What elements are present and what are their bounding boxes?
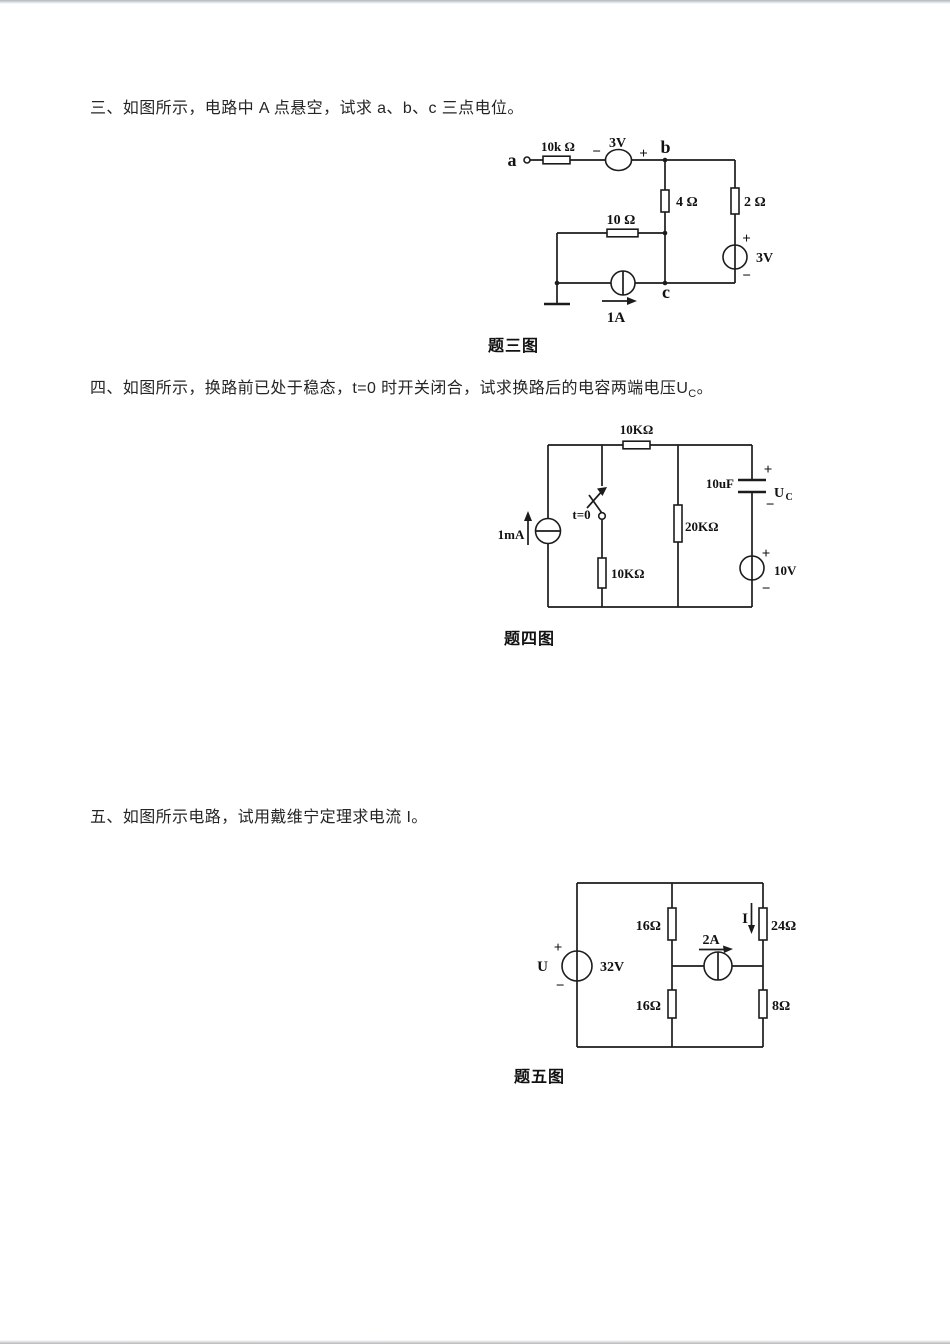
uc-plus: + xyxy=(764,462,773,478)
node-b-dot xyxy=(662,157,668,163)
node-c-label: c xyxy=(662,282,670,302)
source-right-plus: + xyxy=(742,231,751,247)
resistor-8-label: 8Ω xyxy=(772,999,790,1014)
resistor-10ohm xyxy=(606,228,639,238)
uc-label: U xyxy=(774,486,784,501)
current-1ma-label: 1mA xyxy=(498,527,525,542)
resistor-10k-top-label: 10KΩ xyxy=(620,422,654,437)
problem-5-heading: 五、如图所示电路，试用戴维宁定理求电流 I。 xyxy=(90,807,428,829)
figure-3-caption: 题三图 xyxy=(488,338,540,355)
resistor-10k-switch-label: 10KΩ xyxy=(611,566,645,581)
source-10v-label: 10V xyxy=(774,563,797,578)
resistor-2ohm-label: 2 Ω xyxy=(744,195,766,210)
capacitor-label: 10uF xyxy=(706,476,734,491)
resistor-20k xyxy=(673,504,683,543)
figure-4-caption: 题四图 xyxy=(504,631,556,648)
problem-4-heading-main: 四、如图所示，换路前已处于稳态，t=0 时开关闭合，试求换路后的电容两端电压U xyxy=(90,380,689,397)
resistor-2ohm xyxy=(730,187,740,215)
current-source-1ma xyxy=(534,517,562,545)
resistor-16-top-label: 16Ω xyxy=(636,919,661,934)
source-10v-minus: − xyxy=(762,581,771,597)
resistor-4ohm xyxy=(660,189,670,213)
resistor-10k xyxy=(542,155,571,165)
scan-edge-top xyxy=(0,0,950,4)
node-b-label: b xyxy=(660,137,670,157)
current-arrow-i-icon xyxy=(748,903,755,934)
uc-minus: − xyxy=(766,497,775,513)
problem-4-heading-end: 。 xyxy=(696,380,714,397)
resistor-4ohm-label: 4 Ω xyxy=(676,195,698,210)
resistor-16-bottom-label: 16Ω xyxy=(636,999,661,1014)
voltage-source-32v xyxy=(561,950,593,982)
problem-3-heading: 三、如图所示，电路中 A 点悬空，试求 a、b、c 三点电位。 xyxy=(90,98,524,120)
current-arrow-1ma-icon xyxy=(524,511,532,545)
source-top-plus: + xyxy=(639,146,648,162)
resistor-20k-label: 20KΩ xyxy=(685,519,719,534)
resistor-8 xyxy=(758,989,768,1019)
switch-t0-label: t=0 xyxy=(572,507,590,522)
source-top-minus: − xyxy=(592,144,601,160)
figure-5-caption: 题五图 xyxy=(514,1069,566,1086)
resistor-24 xyxy=(758,907,768,941)
voltage-source-10v xyxy=(739,555,765,581)
node-c-dot xyxy=(662,280,668,286)
voltage-source-3v-right xyxy=(722,244,748,270)
resistor-10ohm-label: 10 Ω xyxy=(607,213,636,228)
circuit-diagram-3: a 10k Ω − 3V + b 4 Ω 2 Ω 10 Ω + 3V − 1A … xyxy=(508,136,774,326)
source-u-minus: − xyxy=(556,978,565,994)
capacitor-10uf-icon xyxy=(738,478,766,494)
resistor-16-bottom xyxy=(667,989,677,1019)
problem-4-heading-sub: C xyxy=(688,388,697,401)
current-arrow-2a-icon xyxy=(699,945,733,953)
voltage-source-3v-top xyxy=(604,148,633,172)
current-source-1a xyxy=(610,270,636,296)
resistor-24-label: 24Ω xyxy=(771,919,796,934)
resistor-10k-switch xyxy=(597,557,607,589)
junction-dot xyxy=(662,230,668,236)
circuit-diagram-5: U + − 32V 16Ω 16Ω 2A I 24Ω 8Ω xyxy=(537,882,796,1048)
resistor-10k-top xyxy=(622,440,651,450)
source-10v-plus: + xyxy=(762,546,771,562)
wires xyxy=(547,444,753,608)
circuit-diagram-4: 10KΩ 1mA t=0 10KΩ 20KΩ 10uF + U C − + 10… xyxy=(498,422,797,608)
resistor-16-top xyxy=(667,907,677,941)
current-arrow-1a-icon xyxy=(602,297,637,305)
problem-4-heading: 四、如图所示，换路前已处于稳态，t=0 时开关闭合，试求换路后的电容两端电压UC… xyxy=(90,378,713,405)
source-u-plus: + xyxy=(554,940,563,956)
switch-t0-icon xyxy=(586,487,607,521)
terminal-a-circle xyxy=(523,156,531,164)
wires xyxy=(530,159,736,306)
source-u-label: U xyxy=(537,959,548,975)
current-source-2a xyxy=(703,951,733,981)
ground-node-dot xyxy=(554,280,560,286)
source-right-minus: − xyxy=(742,268,751,284)
scan-edge-bottom xyxy=(0,1340,950,1344)
source-top-value: 3V xyxy=(609,136,626,151)
current-1a-label: 1A xyxy=(607,310,626,326)
current-i-label: I xyxy=(742,911,748,927)
problem-3-heading-text: 三、如图所示，电路中 A 点悬空，试求 a、b、c 三点电位。 xyxy=(90,100,524,117)
source-32v-label: 32V xyxy=(600,960,624,975)
problem-5-heading-text: 五、如图所示电路，试用戴维宁定理求电流 I。 xyxy=(90,809,428,826)
current-2a-label: 2A xyxy=(702,933,720,948)
source-right-value: 3V xyxy=(756,251,773,266)
node-a-label: a xyxy=(508,150,517,170)
uc-label-sub: C xyxy=(786,492,793,503)
resistor-10k-label: 10k Ω xyxy=(541,139,575,154)
